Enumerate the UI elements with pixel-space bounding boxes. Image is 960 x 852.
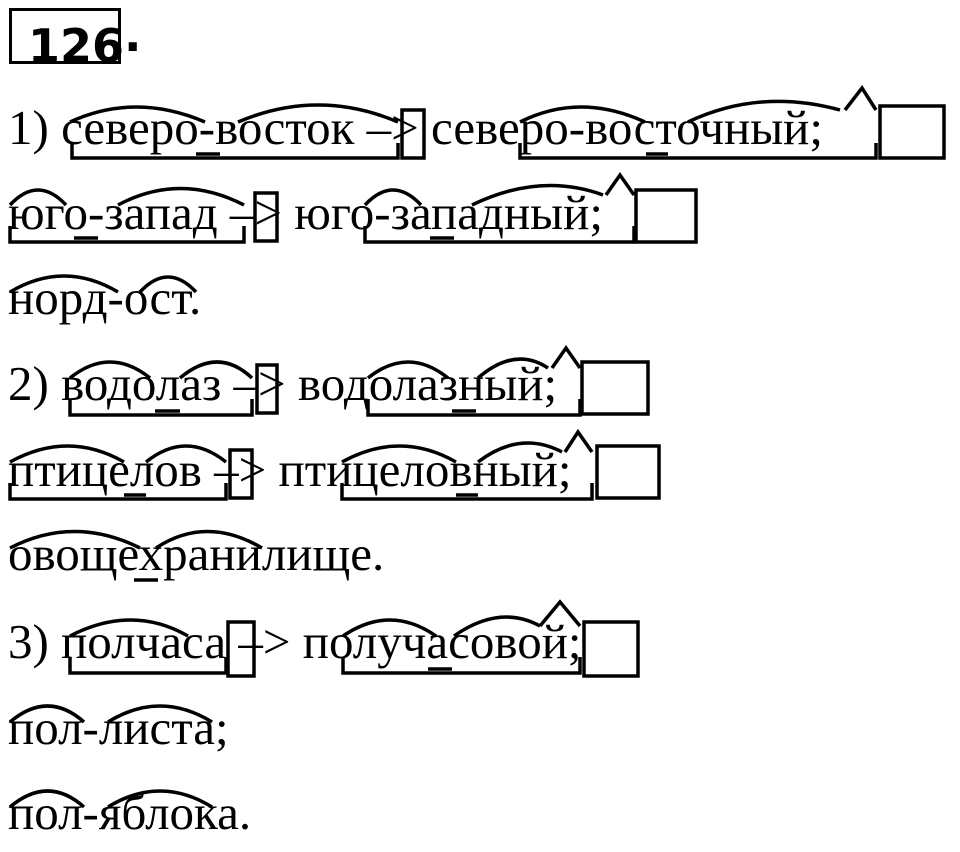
ending-box [634, 188, 698, 244]
suffix-caret [604, 171, 636, 197]
line-6: овощехранилище. [8, 526, 385, 581]
exercise-number-dot: . [124, 8, 142, 62]
line-9: пол-яблока. [8, 785, 252, 840]
exercise-number-box: 126 [9, 8, 124, 73]
line-1: 1) северо-восток –> северо-восточный; [8, 100, 823, 155]
line-5: птицелов –> птицеловный; [8, 442, 572, 497]
ending-box [878, 104, 946, 160]
line-7: 3) полчаса –> получасовой; [8, 614, 582, 669]
ending-box [582, 620, 640, 678]
exercise-number: 126 [28, 19, 125, 73]
line-2: юго-запад –> юго-западный; [8, 185, 603, 240]
suffix-caret [843, 84, 878, 112]
line-8: пол-листа; [8, 700, 229, 755]
line-3: норд-ост. [8, 270, 202, 325]
ending-box [595, 444, 661, 500]
ending-box [580, 360, 650, 416]
line-4: 2) водолаз –> водолазный; [8, 356, 558, 411]
